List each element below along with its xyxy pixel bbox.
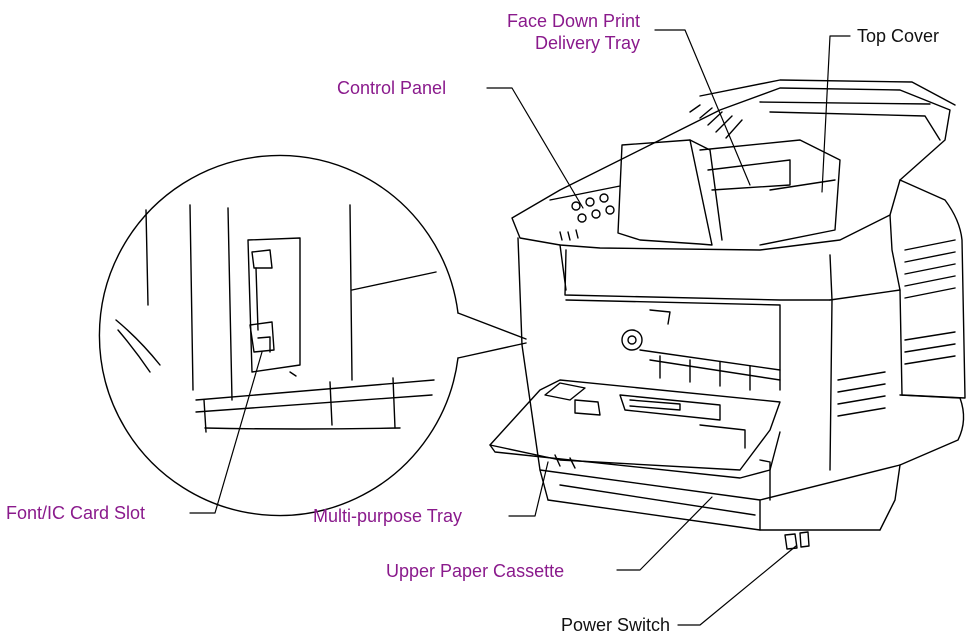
label-control-panel: Control Panel <box>337 78 447 98</box>
leader-mp-tray <box>508 461 549 517</box>
label-upper-paper-cassette: Upper Paper Cassette <box>386 561 565 581</box>
label-face-down-line1: Face Down Print <box>506 11 640 31</box>
label-face-down-print: Face Down Print Delivery Tray <box>470 10 640 54</box>
leader-power <box>677 545 797 626</box>
label-power-switch: Power Switch <box>561 615 671 635</box>
leader-face-down <box>654 29 751 186</box>
label-top-cover: Top Cover <box>857 26 940 46</box>
magnifier-detail <box>98 154 527 517</box>
leader-font-slot <box>189 351 263 514</box>
label-multi-purpose-tray: Multi-purpose Tray <box>313 506 463 526</box>
leader-cassette <box>616 496 713 571</box>
label-font-ic-card-slot: Font/IC Card Slot <box>6 503 146 523</box>
label-face-down-line2: Delivery Tray <box>534 33 640 53</box>
printer-body <box>489 79 966 550</box>
leader-control-panel <box>486 87 584 209</box>
leader-lines <box>189 29 851 626</box>
leader-top-cover <box>821 35 851 193</box>
